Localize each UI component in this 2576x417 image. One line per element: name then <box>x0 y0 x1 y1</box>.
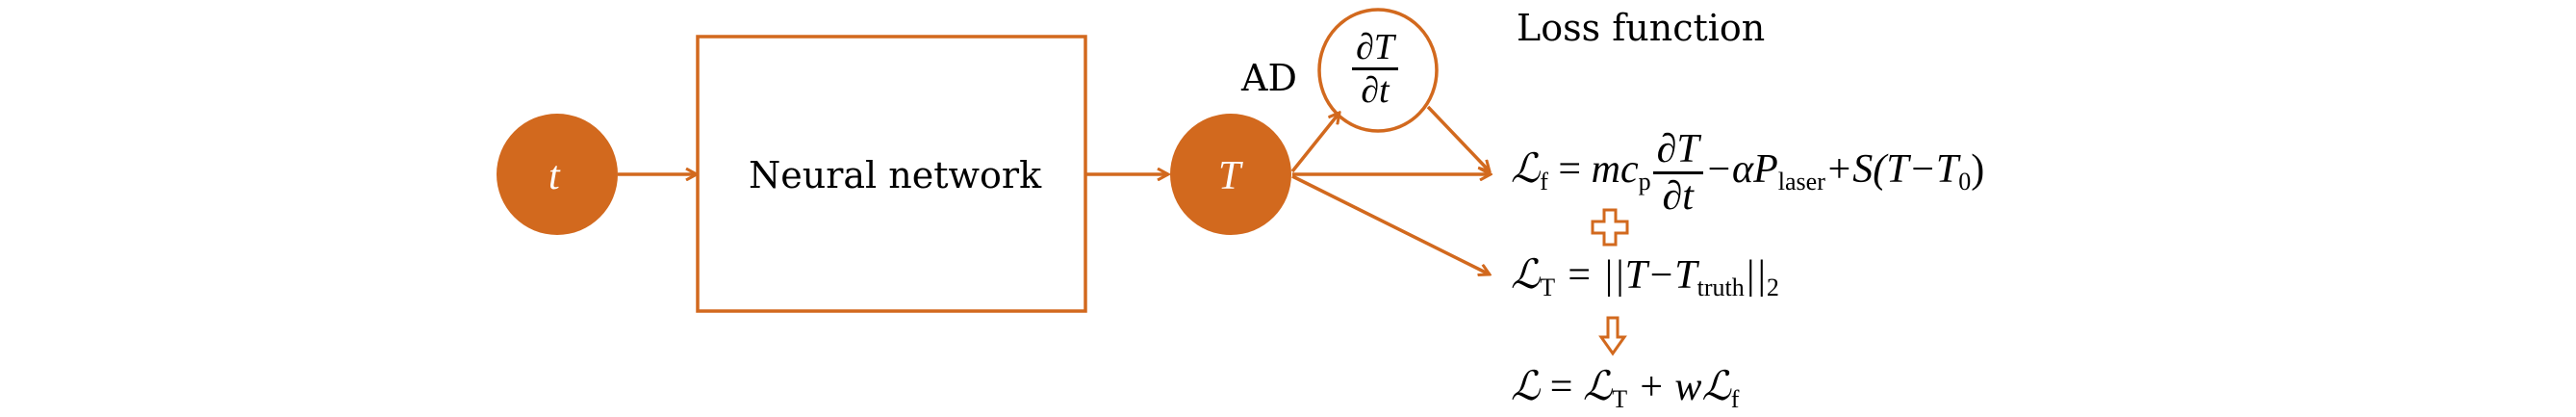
lf-mc: mc <box>1591 147 1639 193</box>
data-loss-equation: ℒT = ||T−Ttruth||2 <box>1511 254 1779 300</box>
arrow-T-to-lt <box>1291 174 1490 274</box>
output-node-label: T <box>1218 154 1241 198</box>
ad-label: AD <box>1241 57 1297 99</box>
arrow-T-to-derivative <box>1290 113 1339 173</box>
derivative-numerator: ∂T <box>1352 29 1398 70</box>
physics-loss-equation: ℒf = mcp∂T∂t−αPlaser+S(T−T0) <box>1511 129 1984 217</box>
lt-norm-body: = ||T−T <box>1555 253 1697 298</box>
total-equals: = <box>1540 365 1583 409</box>
lt-truth-subscript: truth <box>1696 274 1745 301</box>
lf-mc-subscript: p <box>1638 168 1651 196</box>
lf-symbol: ℒ <box>1511 144 1541 193</box>
input-node-label: t <box>548 154 560 198</box>
total-lf-subscript: f <box>1730 385 1740 413</box>
total-symbol: ℒ <box>1511 362 1541 409</box>
total-loss-equation: ℒ = ℒT + wℒf <box>1511 366 1739 412</box>
lf-frac-num: ∂T <box>1652 129 1703 174</box>
neural-network-label: Neural network <box>749 154 1042 196</box>
loss-function-title: Loss function <box>1517 7 1766 49</box>
lt-symbol: ℒ <box>1511 250 1541 298</box>
lf-close-paren: ) <box>1971 147 1985 193</box>
total-plus-w: + w <box>1627 365 1702 409</box>
output-node-T <box>1170 114 1291 235</box>
lf-laser-subscript: laser <box>1777 168 1825 196</box>
total-lf-symbol: ℒ <box>1701 362 1731 409</box>
plus-icon <box>1591 208 1629 247</box>
lf-frac-den: ∂t <box>1662 174 1694 219</box>
lf-source-term: +S(T−T <box>1824 147 1959 193</box>
lf-alpha-term: −αP <box>1704 147 1778 193</box>
lf-subscript: f <box>1540 168 1548 196</box>
derivative-label: ∂T∂t <box>1350 29 1400 109</box>
lt-norm-close: || <box>1744 253 1767 298</box>
lf-t0-subscript: 0 <box>1958 168 1972 196</box>
lt-norm-subscript: 2 <box>1766 274 1779 301</box>
total-lt-subscript: T <box>1612 385 1628 413</box>
lt-subscript: T <box>1540 274 1556 301</box>
arrow-derivative-to-lf <box>1426 105 1490 171</box>
derivative-denominator: ∂t <box>1361 70 1390 111</box>
input-node-t <box>497 114 618 235</box>
total-lt-symbol: ℒ <box>1582 362 1613 409</box>
derivative-node <box>1317 8 1439 133</box>
down-arrow-icon <box>1598 316 1627 356</box>
lf-equals: = <box>1547 147 1592 193</box>
